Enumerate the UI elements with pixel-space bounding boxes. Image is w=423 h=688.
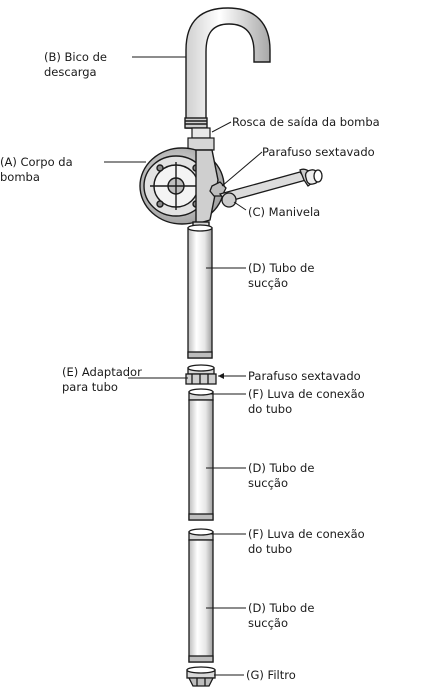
tube-adapter xyxy=(185,364,217,385)
suction-tube-1 xyxy=(187,224,213,359)
label-outlet-thread: Rosca de saída da bomba xyxy=(232,115,380,129)
label-hex-bolt-mid: Parafuso sextavado xyxy=(248,369,361,383)
crank-handle xyxy=(209,168,323,208)
suction-tube-2 xyxy=(188,388,214,521)
leader-lines xyxy=(104,56,263,676)
label-tube-coupling-1: (F) Luva de conexão do tubo xyxy=(248,387,365,416)
label-pump-body: (A) Corpo da bomba xyxy=(0,155,73,184)
label-suction-tube-3: (D) Tubo de sucção xyxy=(248,601,315,630)
label-tube-adapter: (E) Adaptador para tubo xyxy=(62,365,142,394)
filter xyxy=(186,666,216,687)
label-crank-handle: (C) Manivela xyxy=(248,205,321,219)
pump-outlet-thread xyxy=(187,127,215,151)
label-suction-tube-2: (D) Tubo de sucção xyxy=(248,461,315,490)
label-discharge-spout: (B) Bico de descarga xyxy=(44,50,107,79)
pump-body xyxy=(139,147,225,243)
label-suction-tube-1: (D) Tubo de sucção xyxy=(248,261,315,290)
discharge-spout xyxy=(184,7,271,129)
label-filter: (G) Filtro xyxy=(246,668,296,682)
leader-arrowheads xyxy=(218,373,224,379)
suction-tube-3 xyxy=(188,528,214,663)
label-tube-coupling-2: (F) Luva de conexão do tubo xyxy=(248,527,365,556)
label-hex-bolt-top: Parafuso sextavado xyxy=(262,145,375,159)
